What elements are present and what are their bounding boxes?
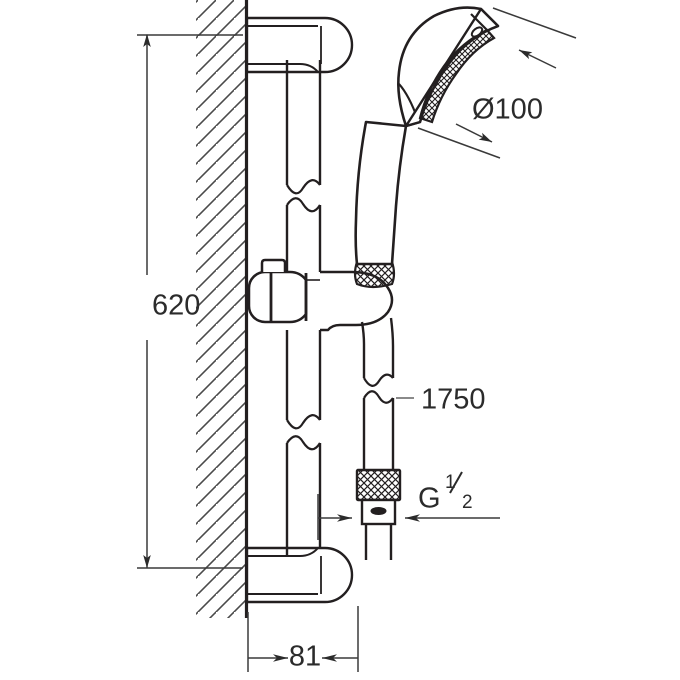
- shower-head-diameter-value: Ø100: [472, 94, 543, 126]
- thread-size-letter: G: [418, 483, 441, 515]
- shower-head-diameter-dimension: Ø100: [417, 7, 577, 159]
- hose-connector-nut: [355, 468, 402, 560]
- thread-size-numerator: 1: [445, 472, 456, 493]
- hand-shower-handle: [354, 120, 408, 266]
- rail-height-value: 620: [152, 290, 200, 322]
- flexible-shower-hose: [360, 317, 395, 470]
- spray-face-nozzles: [418, 26, 496, 124]
- rail-height-dimension: 620: [137, 34, 243, 569]
- wall-projection-value: 81: [289, 641, 321, 673]
- wall-section-hatched: [196, 0, 249, 618]
- hose-length-label: 1750: [396, 384, 486, 416]
- hose-length-value: 1750: [421, 384, 486, 416]
- vertical-slide-rail: [285, 60, 322, 556]
- thread-size-denominator: 2: [462, 492, 473, 513]
- wall-projection-dimension: 81: [247, 606, 359, 673]
- top-rail-mount: [245, 16, 354, 74]
- thread-size-label: G 1 2: [317, 471, 500, 540]
- bottom-rail-mount: [245, 546, 354, 604]
